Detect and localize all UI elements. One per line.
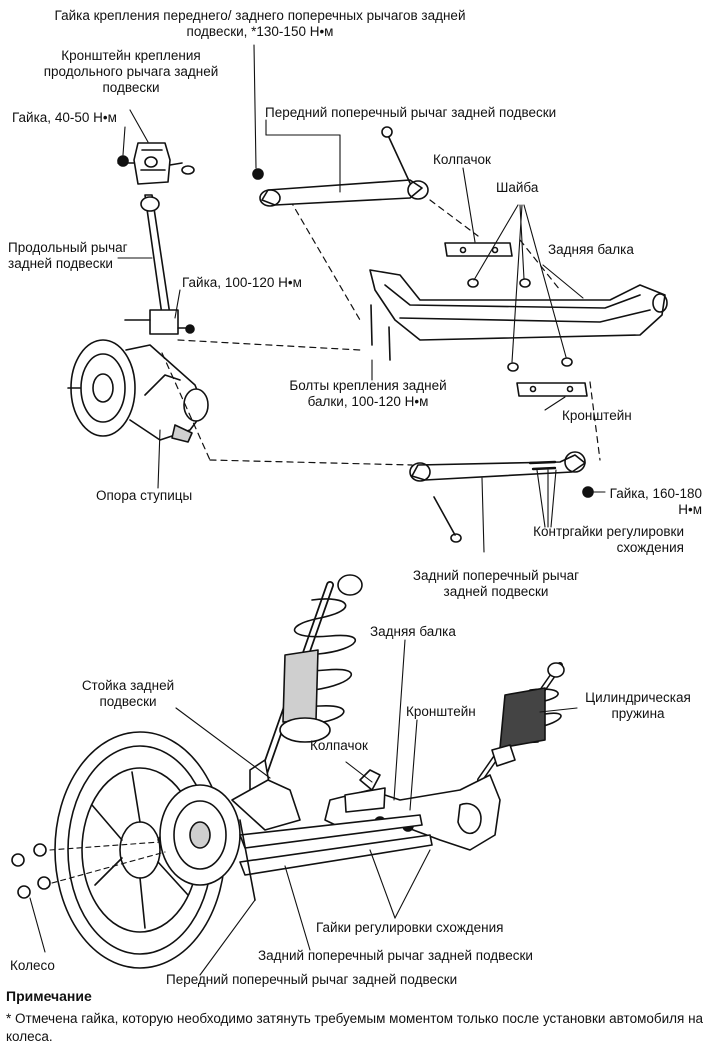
label-wheel: Колесо: [10, 958, 55, 973]
note-title: Примечание: [6, 988, 92, 1004]
label-rear-beam-bottom: Задняя балка: [370, 624, 456, 639]
label-trailing-arm: Продольный рычаг задней подвески: [8, 240, 128, 271]
label-washer: Шайба: [496, 180, 539, 195]
label-coil-spring: Цилиндрическая пружина: [585, 690, 691, 721]
brake-drum: [159, 784, 241, 886]
label-cap-bottom: Колпачок: [310, 738, 368, 753]
label-bracket-bottom: Кронштейн: [406, 704, 476, 719]
wheel-nut-icon: [11, 841, 166, 899]
label-rear-lateral-arm: Задний поперечный рычаг задней подвески: [412, 568, 580, 599]
bracket-nut-icon: [117, 155, 195, 175]
label-rear-beam: Задняя балка: [548, 242, 634, 257]
label-strut: Стойка задней подвески: [81, 678, 175, 709]
right-strut: [477, 662, 565, 783]
rear-lateral-arm: [409, 451, 594, 543]
assembly-lines: [161, 199, 601, 466]
washer-icon: [467, 278, 573, 372]
left-strut: [249, 574, 363, 811]
label-toe-locknuts: Контргайки регулировки схождения: [533, 524, 684, 555]
rear-beam: [369, 269, 668, 361]
label-front-lateral-arm-bottom: Передний поперечный рычаг задней подвеск…: [166, 972, 458, 987]
front-lateral-arm: [252, 126, 429, 207]
label-front-rear-arm-nut: Гайка крепления переднего/ заднего попер…: [54, 8, 466, 39]
bracket-plate: [516, 382, 588, 397]
label-nut-100-120: Гайка, 100-120 Н•м: [182, 275, 302, 290]
label-bracket: Кронштейн: [562, 408, 632, 423]
note-text: * Отмечена гайка, которую необходимо зат…: [6, 1011, 704, 1044]
trailing-arm-bracket: [117, 142, 183, 185]
leader-lines: [29, 44, 606, 976]
label-cap: Колпачок: [433, 152, 491, 167]
label-nut-40-50: Гайка, 40-50 Н•м: [12, 110, 117, 125]
label-beam-bolts: Болты крепления задней балки, 100-120 Н•…: [289, 378, 447, 409]
label-nut-160-180: Гайка, 160-180 Н•м: [609, 486, 702, 517]
lateral-arms-assembled: [231, 779, 433, 901]
rear-beam-assembled: [324, 769, 501, 851]
cap-plate: [444, 242, 513, 257]
label-trailing-arm-bracket: Кронштейн крепления продольного рычага з…: [43, 48, 219, 95]
label-toe-nuts: Гайки регулировки схождения: [316, 920, 504, 935]
label-hub-carrier: Опора ступицы: [96, 488, 193, 503]
label-rear-lateral-arm-bottom: Задний поперечный рычаг задней подвески: [258, 948, 533, 963]
label-front-lateral-arm: Передний поперечный рычаг задней подвеск…: [265, 105, 557, 120]
trailing-arm: [124, 194, 195, 335]
hub-carrier: [67, 339, 209, 443]
